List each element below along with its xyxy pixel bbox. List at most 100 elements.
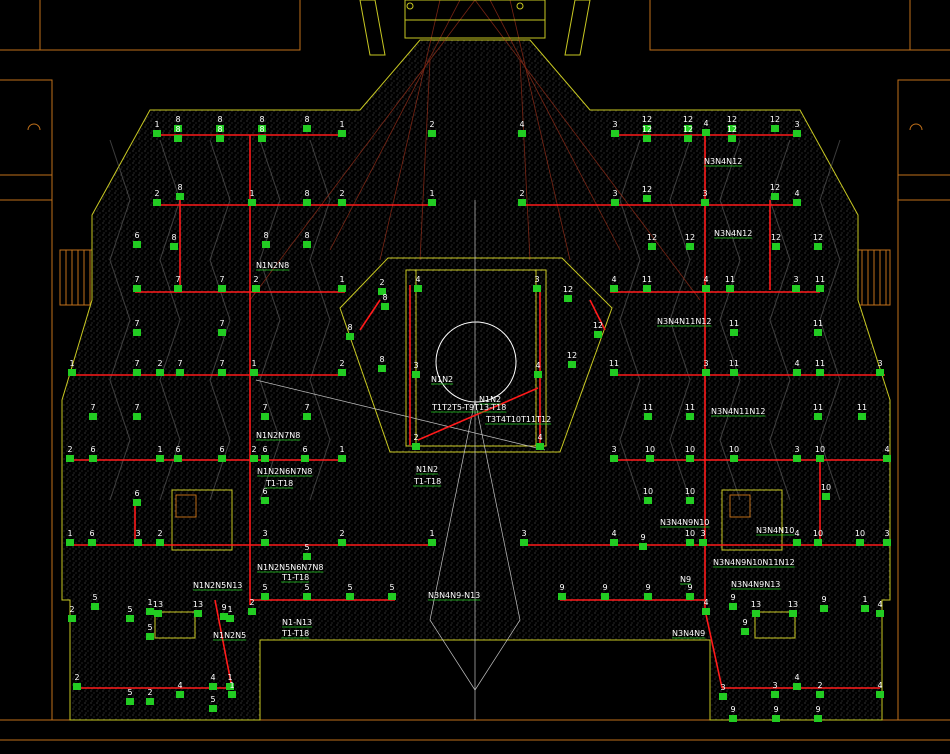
device-node: 8: [303, 115, 311, 132]
device-marker: [648, 243, 656, 250]
device-marker: [261, 497, 269, 504]
node-label: 12: [593, 321, 603, 330]
device-node: 2: [338, 189, 346, 206]
node-label: 7: [134, 403, 139, 412]
device-marker: [792, 285, 800, 292]
node-label: 7: [134, 359, 139, 368]
device-marker: [771, 193, 779, 200]
floor-hatch: [109, 139, 841, 501]
device-node: 8: [303, 231, 311, 248]
device-marker: [686, 593, 694, 600]
device-marker: [728, 125, 736, 132]
node-label: 9: [559, 583, 564, 592]
node-label: 5: [210, 695, 215, 704]
device-marker: [646, 455, 654, 462]
device-marker: [248, 608, 256, 615]
node-label: 1: [339, 120, 344, 129]
device-marker: [209, 683, 217, 690]
device-node: 9: [820, 595, 828, 612]
node-label: 7: [134, 275, 139, 284]
node-label: 3: [612, 120, 617, 129]
device-marker: [643, 135, 651, 142]
circuit-annotation: T1-T18: [281, 573, 309, 582]
device-node: 2: [338, 359, 346, 376]
node-label: 5: [92, 593, 97, 602]
device-marker: [73, 683, 81, 690]
node-label: 5: [304, 543, 309, 552]
device-marker: [816, 691, 824, 698]
device-node: 3: [719, 683, 727, 700]
device-marker: [216, 135, 224, 142]
device-node: 1: [146, 598, 154, 615]
device-node: 3: [610, 445, 618, 462]
device-marker: [258, 135, 266, 142]
circuit-annotation: N3N4N9: [672, 629, 705, 638]
device-marker: [558, 593, 566, 600]
node-label: 6: [89, 529, 94, 538]
node-label: 8: [304, 189, 309, 198]
device-node: 12: [567, 351, 577, 368]
circuit-annotation: T1T2T5-T9T13-T18: [431, 403, 506, 412]
device-node: 4: [536, 433, 544, 450]
node-label: 7: [219, 359, 224, 368]
circuit-annotation: T1-T18: [281, 629, 309, 638]
device-node: 12: [770, 115, 780, 132]
device-marker: [218, 369, 226, 376]
device-marker: [261, 413, 269, 420]
centerline-guides: [255, 200, 546, 720]
device-node: 9: [639, 533, 647, 550]
device-node: 6: [301, 445, 309, 462]
device-node: 4: [414, 275, 422, 292]
device-node: 3: [876, 359, 884, 376]
device-marker: [89, 455, 97, 462]
device-marker: [133, 413, 141, 420]
node-label: 9: [821, 595, 826, 604]
device-marker: [301, 455, 309, 462]
device-node: 11: [685, 403, 695, 420]
device-node: 10: [855, 529, 865, 546]
device-node: 4: [534, 361, 542, 378]
device-node: 11: [729, 319, 739, 336]
device-node: 5: [303, 583, 311, 600]
device-node: 2: [252, 275, 260, 292]
node-label: 11: [729, 319, 739, 328]
device-node: 1: [338, 445, 346, 462]
node-label: 2: [429, 120, 434, 129]
circuit-annotation: N1N2N5N6N7N8: [257, 563, 323, 572]
device-marker: [730, 329, 738, 336]
device-marker: [338, 130, 346, 137]
sightlines: [249, 0, 701, 301]
device-marker: [303, 413, 311, 420]
device-node: 9: [220, 603, 228, 620]
device-marker: [684, 125, 692, 132]
device-node: 8: [216, 115, 224, 132]
device-node: 6: [218, 445, 226, 462]
device-node: 9: [644, 583, 652, 600]
device-marker: [218, 329, 226, 336]
device-node: 12: [642, 125, 652, 142]
node-label: 10: [685, 529, 695, 538]
device-node: 4: [209, 673, 217, 690]
device-marker: [154, 610, 162, 617]
node-label: 8: [217, 115, 222, 124]
node-label: 12: [683, 125, 693, 134]
device-node: 3: [793, 120, 801, 137]
device-node: 8: [346, 323, 354, 340]
device-node: 7: [218, 275, 226, 292]
device-node: 2: [518, 189, 526, 206]
device-node: 2: [250, 445, 258, 462]
circuit-annotation: N1-N13: [282, 618, 312, 627]
device-node: 7: [174, 275, 182, 292]
device-node: 1: [428, 189, 436, 206]
device-marker: [726, 285, 734, 292]
node-label: 11: [643, 403, 653, 412]
node-label: 7: [219, 275, 224, 284]
node-label: 8: [175, 125, 180, 134]
node-label: 3: [262, 529, 267, 538]
device-marker: [250, 369, 258, 376]
center-stage: [339, 257, 613, 453]
node-label: 10: [855, 529, 865, 538]
circuit-annotation: N1N2N8: [256, 261, 289, 270]
